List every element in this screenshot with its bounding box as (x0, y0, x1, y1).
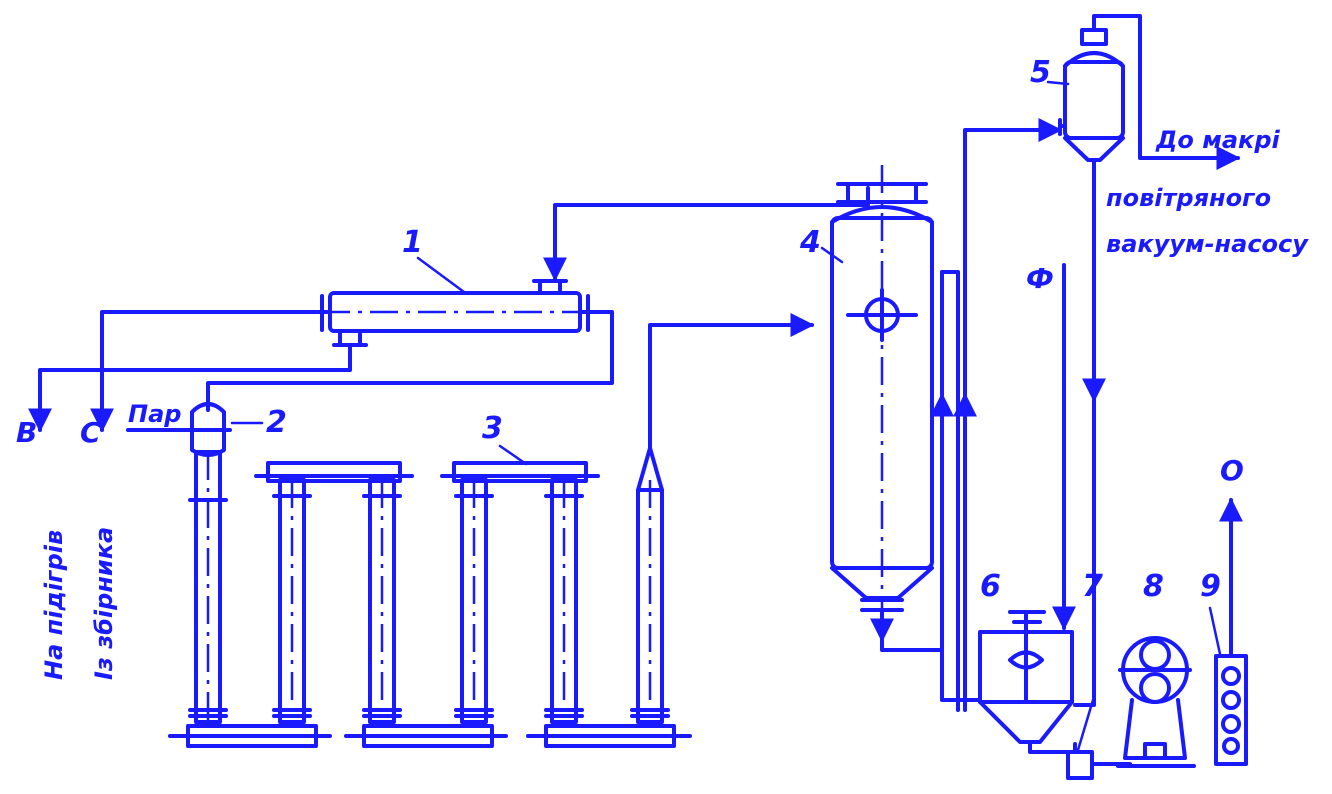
heat-exchanger-1 (320, 279, 590, 347)
label-letter-o: О (1220, 454, 1244, 487)
leader-lines (230, 80, 1222, 752)
line-to-5 (963, 118, 1063, 712)
label-to-heaters: На підігрів (40, 530, 68, 680)
line-to-vacuum-pump (1092, 14, 1241, 170)
label-number-8: 8 (1143, 569, 1164, 604)
label-from-collector: Із збірника (90, 527, 118, 680)
line-riser-left (940, 270, 960, 712)
line-1-to-2 (206, 310, 614, 412)
label-number-2: 2 (266, 405, 287, 440)
label-letter-c: С (80, 416, 101, 449)
cyclone-5 (1058, 28, 1125, 162)
line-to-b (28, 343, 352, 433)
label-to-pump-line3: вакуум-насосу (1106, 230, 1309, 258)
line-3-to-4 (648, 313, 815, 450)
label-number-5: 5 (1030, 55, 1051, 90)
line-5-down (1073, 158, 1096, 707)
label-letter-b: В (16, 416, 37, 449)
unit-9 (1214, 497, 1248, 766)
separator-4 (830, 165, 934, 612)
mixing-vessel-6 (978, 263, 1076, 744)
tube-bank-3 (168, 446, 692, 748)
line-to-c (90, 310, 324, 433)
label-letter-f: Ф (1026, 262, 1054, 295)
line-4-bottom (880, 608, 942, 652)
label-number-3: 3 (482, 411, 503, 446)
label-to-pump-line2: повітряного (1106, 184, 1271, 212)
label-number-9: 9 (1200, 569, 1221, 604)
label-number-6: 6 (980, 569, 1001, 604)
pump-8 (1116, 636, 1196, 768)
line-4-to-1 (553, 186, 870, 283)
label-steam: Пар (128, 400, 181, 428)
label-number-4: 4 (799, 225, 821, 260)
label-to-pump-line1: До макрі (1155, 126, 1281, 154)
label-number-7: 7 (1082, 569, 1103, 604)
label-number-1: 1 (402, 225, 423, 260)
